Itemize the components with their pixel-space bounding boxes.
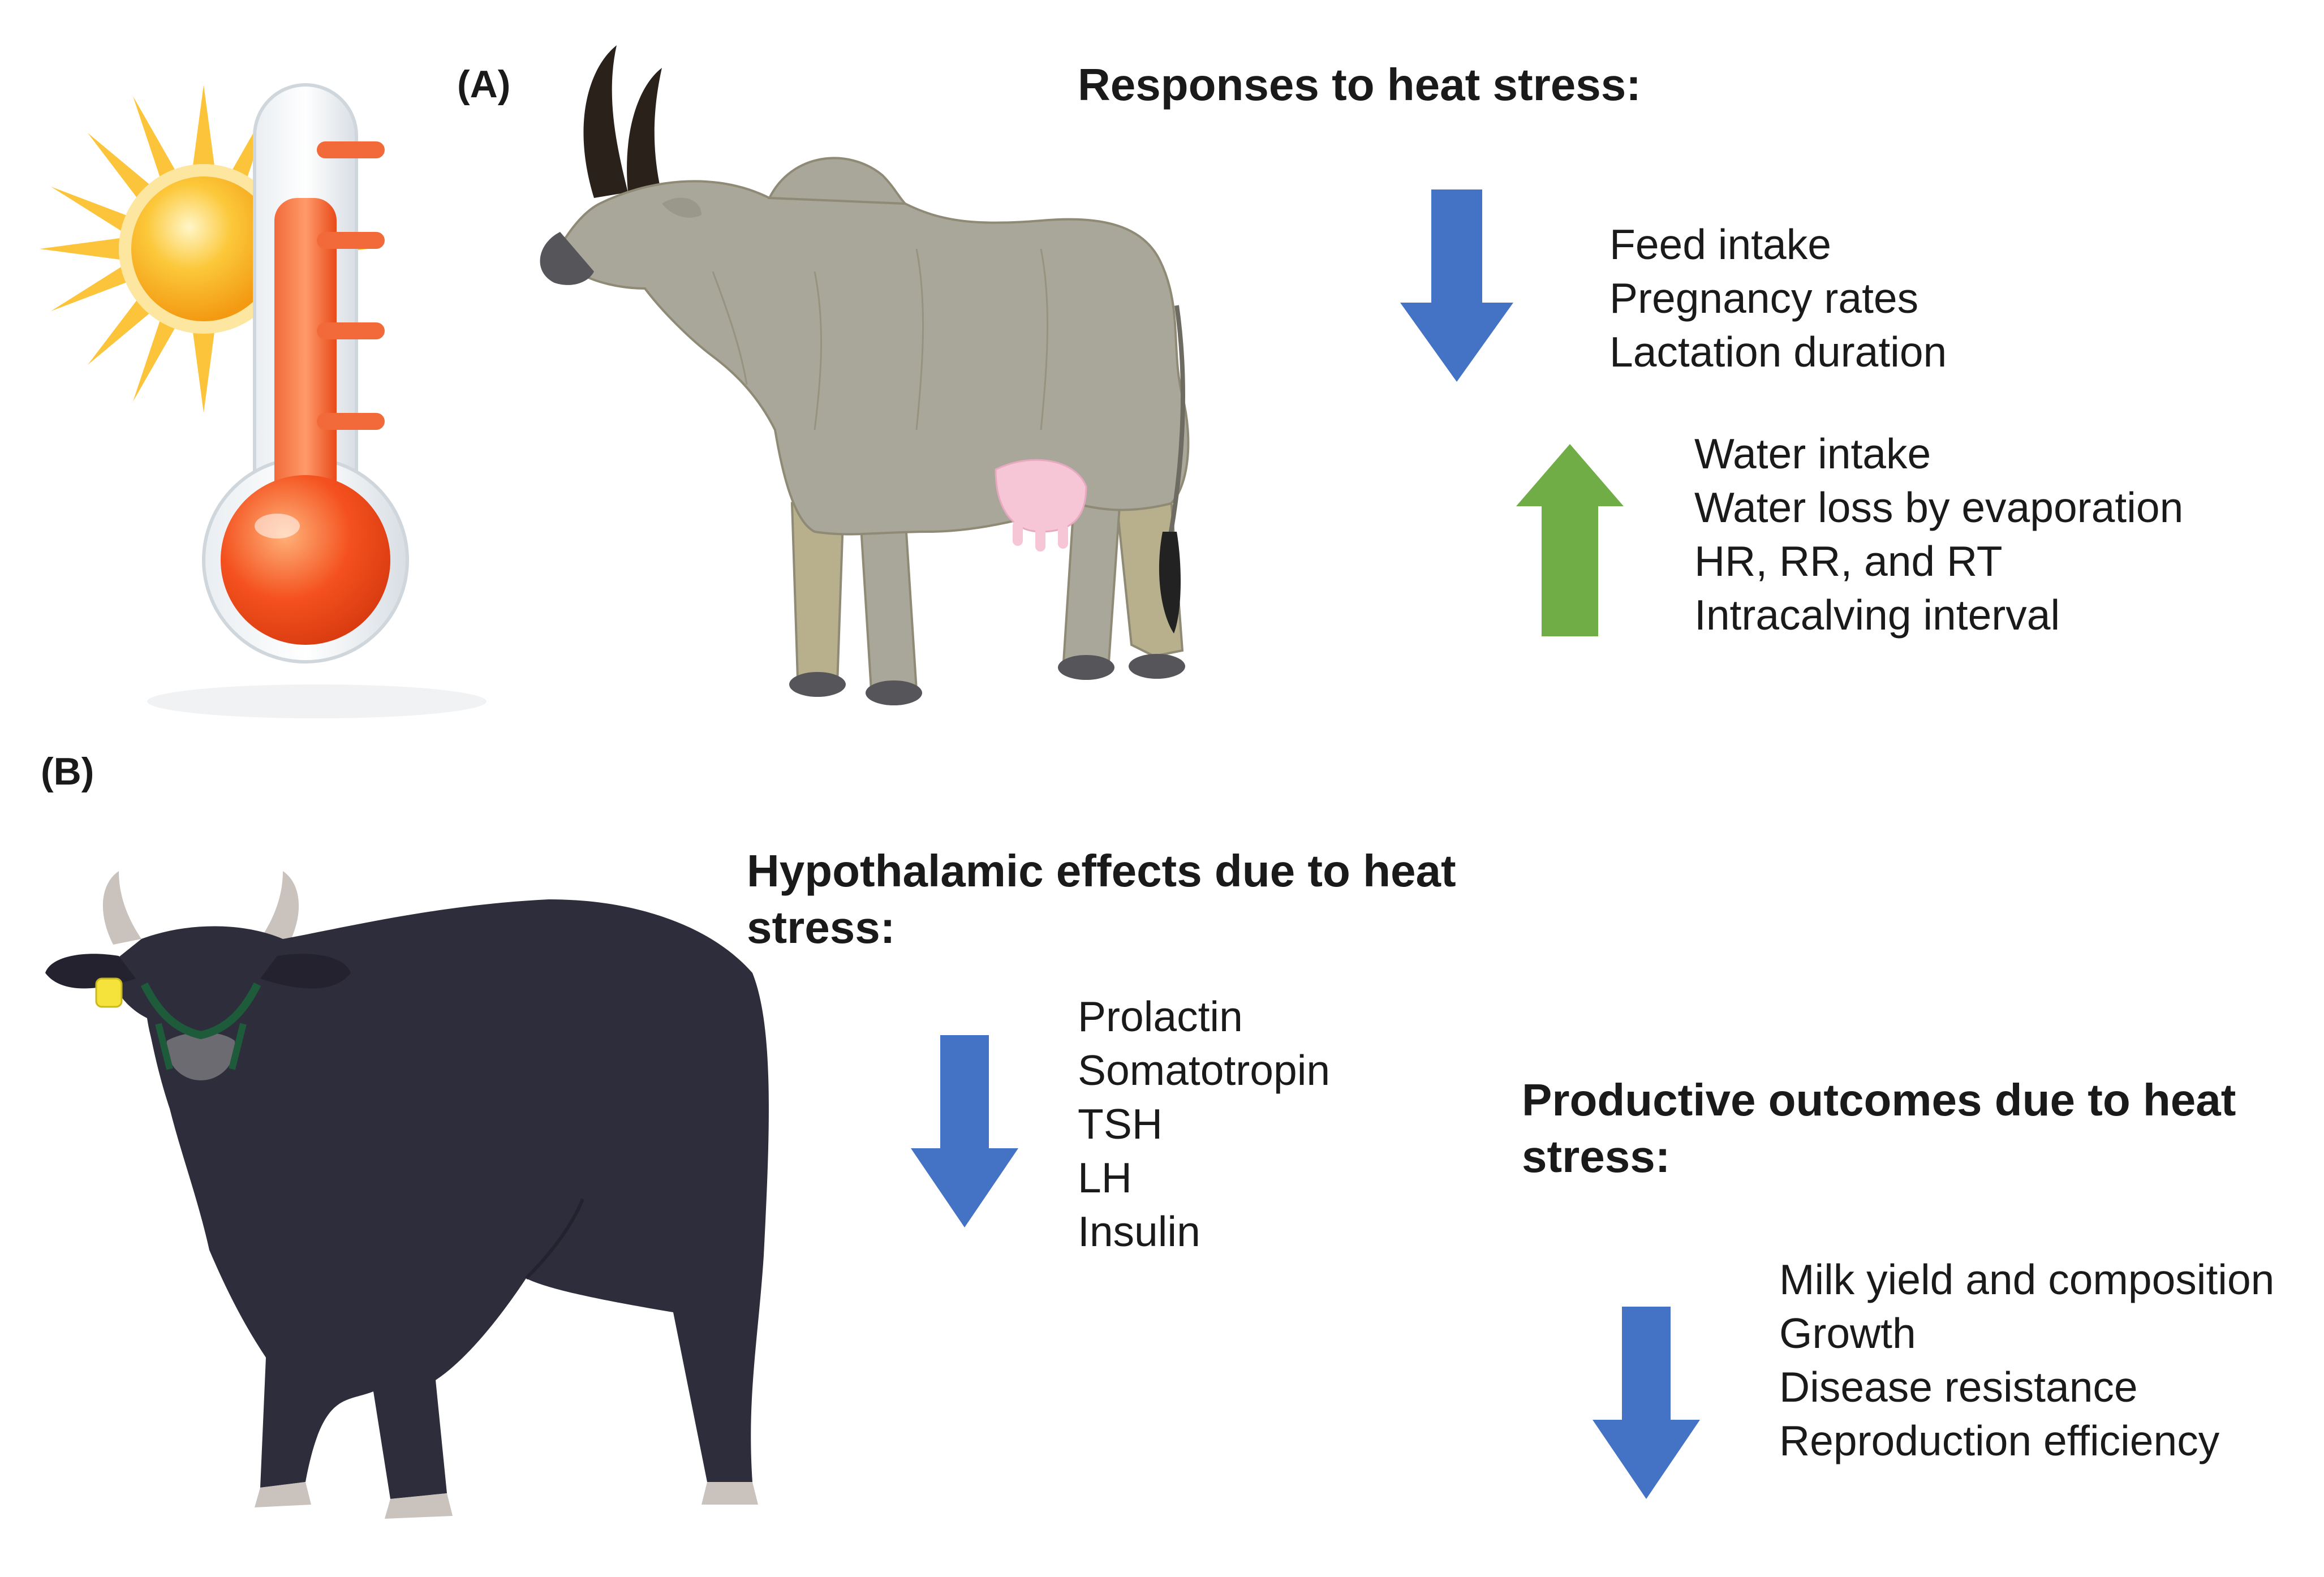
productive-list: Milk yield and composition Growth Diseas…: [1779, 1253, 2274, 1468]
down-arrow-icon: [911, 1035, 1018, 1227]
list-item: TSH: [1078, 1100, 1163, 1148]
responses-heading: Responses to heat stress:: [1078, 59, 1641, 110]
list-item: Water intake: [1694, 430, 1931, 477]
buffalo-illustration: [45, 871, 769, 1519]
panel-b-label: (B): [41, 750, 94, 793]
list-item: Intracalving interval: [1694, 591, 2060, 639]
zebu-cow-illustration: [540, 45, 1190, 705]
decrease-list: Feed intake Pregnancy rates Lactation du…: [1609, 218, 1947, 379]
list-item: Insulin: [1078, 1208, 1200, 1255]
hypothalamic-heading: Hypothalamic effects due to heat stress:: [747, 846, 1456, 953]
list-item: HR, RR, and RT: [1694, 537, 2003, 585]
sun-thermometer-icon: [40, 83, 487, 718]
list-item: Feed intake: [1609, 221, 1831, 268]
list-item: Disease resistance: [1779, 1363, 2138, 1411]
list-item: Somatotropin: [1078, 1046, 1331, 1094]
list-item: Growth: [1779, 1309, 1916, 1357]
down-arrow-icon: [1400, 189, 1513, 382]
hypothalamic-list: Prolactin Somatotropin TSH LH Insulin: [1078, 990, 1330, 1259]
increase-list: Water intake Water loss by evaporation H…: [1694, 427, 2183, 642]
down-arrow-icon: [1593, 1307, 1700, 1499]
list-item: Pregnancy rates: [1609, 274, 1919, 322]
list-item: Lactation duration: [1609, 328, 1947, 376]
list-item: LH: [1078, 1154, 1132, 1201]
panel-a-label: (A): [457, 63, 511, 106]
up-arrow-icon: [1516, 444, 1624, 636]
productive-heading: Productive outcomes due to heat stress:: [1522, 1075, 2236, 1182]
list-item: Prolactin: [1078, 993, 1243, 1040]
list-item: Water loss by evaporation: [1694, 484, 2184, 531]
list-item: Milk yield and composition: [1779, 1256, 2275, 1303]
list-item: Reproduction efficiency: [1779, 1417, 2220, 1464]
